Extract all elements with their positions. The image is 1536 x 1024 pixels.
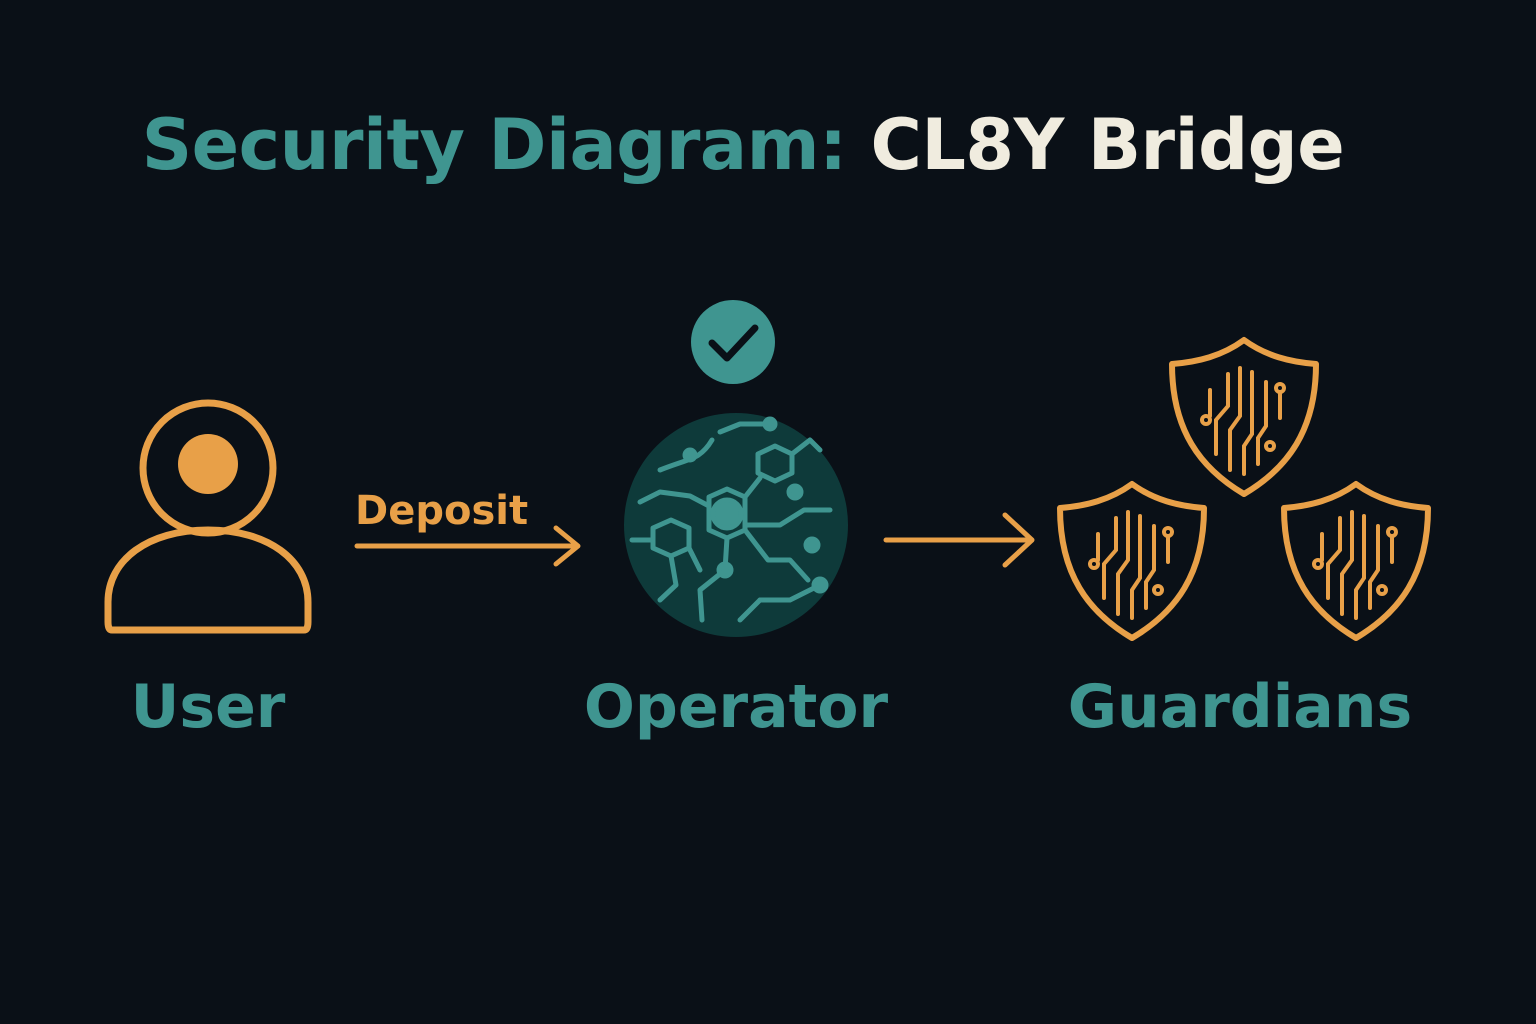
circuit-shield-icon xyxy=(1284,484,1428,638)
circuit-shield-icon xyxy=(1172,340,1316,494)
diagram-title: Security Diagram: CL8Y Bridge xyxy=(0,104,1486,186)
operator-label: Operator xyxy=(583,672,889,742)
deposit-edge-label: Deposit xyxy=(355,488,529,534)
guardians-label: Guardians xyxy=(1067,672,1413,742)
user-icon xyxy=(104,399,312,634)
title-name: CL8Y Bridge xyxy=(870,104,1345,186)
operator-guardians-arrow xyxy=(883,512,1035,568)
deposit-arrow xyxy=(354,525,581,567)
checkmark-icon xyxy=(691,300,775,384)
user-label: User xyxy=(130,672,286,742)
circuit-shield-icon xyxy=(1060,484,1204,638)
globe-circuit-icon xyxy=(624,413,848,637)
title-prefix: Security Diagram: xyxy=(141,104,847,186)
